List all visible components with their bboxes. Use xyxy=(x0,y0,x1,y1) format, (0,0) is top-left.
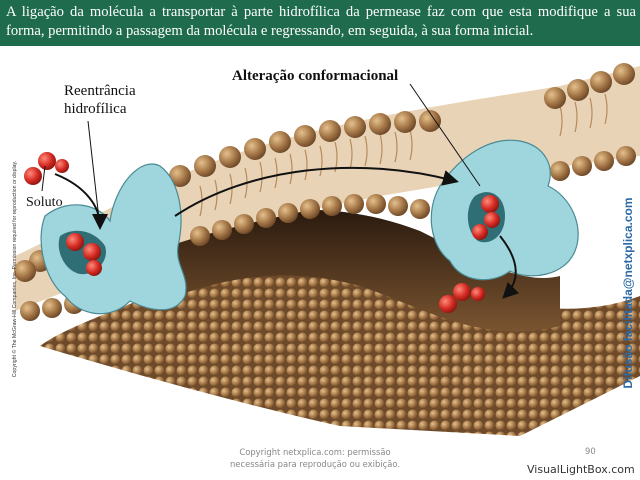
label-alteracao-conformacional: Alteração conformacional xyxy=(232,68,398,85)
footer-copyright: Copyright netxplica.com: permissão neces… xyxy=(200,446,430,470)
side-credit: Difusão facilitada@netxplica.com xyxy=(621,193,635,393)
footer-line2: necessária para reprodução ou exibição. xyxy=(200,458,430,470)
copyright-vertical: Copyright © The McGraw-Hill Companies, I… xyxy=(12,124,18,414)
label-reentrancia-line1: Reentrância xyxy=(64,82,136,100)
caption-text: A ligação da molécula a transportar à pa… xyxy=(6,3,636,41)
page-number: 90 xyxy=(585,446,596,456)
membrane-illustration: Reentrância hidrofílica Alteração confor… xyxy=(0,46,640,436)
solute-free xyxy=(24,152,69,185)
footer-line1: Copyright netxplica.com: permissão xyxy=(200,446,430,458)
leader-soluto xyxy=(42,166,45,191)
label-reentrancia-line2: hidrofílica xyxy=(64,100,136,118)
label-soluto: Soluto xyxy=(26,195,63,211)
label-reentrancia: Reentrância hidrofílica xyxy=(64,82,136,118)
watermark: VisualLightBox.com xyxy=(527,463,635,476)
caption-banner: A ligação da molécula a transportar à pa… xyxy=(0,0,640,46)
